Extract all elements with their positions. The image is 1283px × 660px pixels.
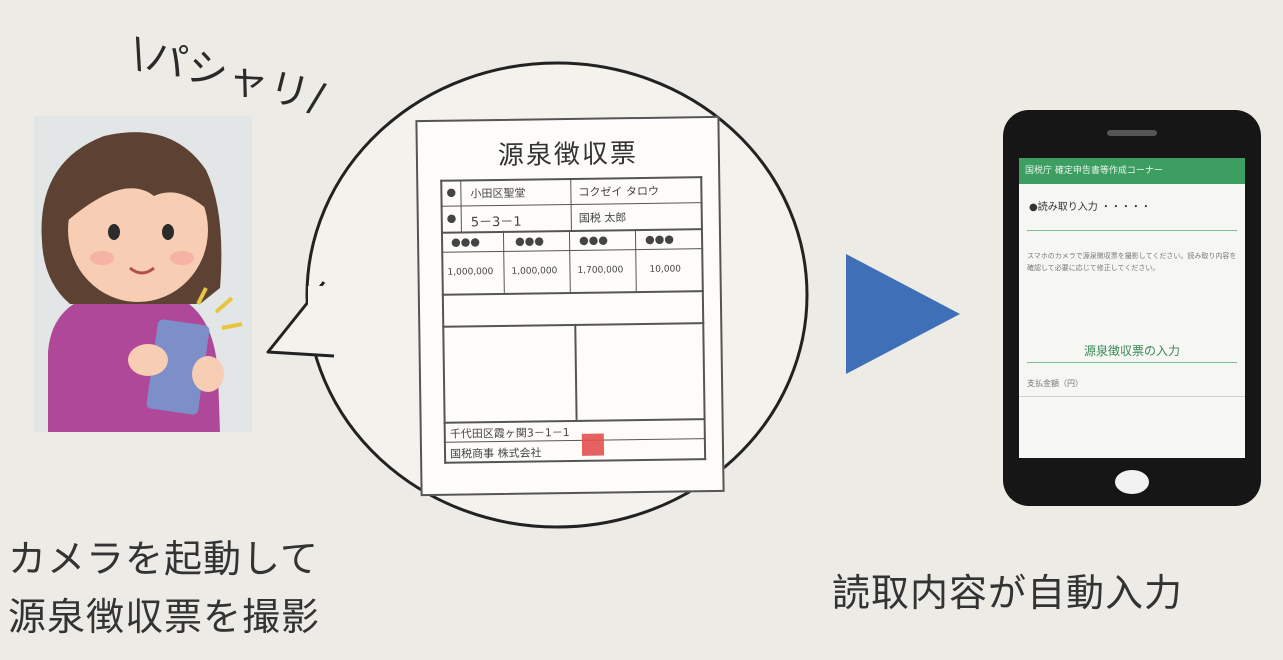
phone-speaker bbox=[1107, 130, 1157, 136]
payment-amount-field[interactable]: 支払金額（円） bbox=[1027, 379, 1083, 388]
slip-name: 国税 太郎 bbox=[578, 211, 627, 225]
app-header: 国税庁 確定申告書等作成コーナー bbox=[1019, 158, 1245, 184]
slip-amount: 1,700,000 bbox=[577, 265, 624, 276]
slip-column-header: ●●● bbox=[451, 235, 480, 249]
slip-input-link[interactable]: 源泉徴収票の入力 bbox=[1083, 344, 1180, 358]
slip-amount: 10,000 bbox=[649, 264, 682, 275]
phone-screen: 国税庁 確定申告書等作成コーナー ●読み取り入力 ・・・・・ スマホのカメラで源… bbox=[1019, 158, 1245, 458]
left-caption: カメラを起動して 源泉徴収票を撮影 bbox=[8, 530, 320, 646]
left-caption-line2: 源泉徴収票を撮影 bbox=[8, 595, 321, 639]
slip-address-number: 5－3－1 bbox=[470, 214, 522, 231]
slip-bullet: ● bbox=[446, 211, 457, 225]
slip-column-header: ●●● bbox=[578, 233, 608, 247]
step-indicator: ●読み取り入力 ・・・・・ bbox=[1029, 202, 1151, 213]
home-button[interactable] bbox=[1115, 470, 1149, 494]
right-arrow-icon bbox=[846, 254, 960, 374]
woman-with-smartphone-illustration bbox=[34, 116, 252, 432]
instruction-text: スマホのカメラで源泉徴収票を撮影してください。読み取り内容を確認して必要に応じて… bbox=[1027, 252, 1237, 272]
slip-payer-name: 国税商事 株式会社 bbox=[449, 446, 542, 461]
slip-amount: 1,000,000 bbox=[447, 267, 494, 278]
slip-column-header: ●●● bbox=[644, 232, 674, 246]
slip-amount: 1,000,000 bbox=[511, 266, 558, 277]
slip-name-kana: コクゼイ タロウ bbox=[578, 184, 659, 199]
withholding-tax-slip: 源泉徴収票 ● 小田区聖堂 コクゼイ タロウ ● 5－3－1 国税 太郎 ●●●… bbox=[415, 115, 725, 497]
slip-column-header: ●●● bbox=[515, 234, 544, 248]
right-caption: 読取内容が自動入力 bbox=[832, 571, 1184, 615]
slip-payer-address: 千代田区霞ヶ関3－1－1 bbox=[449, 426, 570, 441]
smartphone: 国税庁 確定申告書等作成コーナー ●読み取り入力 ・・・・・ スマホのカメラで源… bbox=[1003, 110, 1261, 506]
slip-bullet: ● bbox=[446, 185, 457, 199]
left-caption-line1: カメラを起動して bbox=[8, 537, 319, 581]
slip-address: 小田区聖堂 bbox=[470, 186, 526, 201]
red-seal-stamp bbox=[581, 433, 605, 456]
slip-title: 源泉徴収票 bbox=[497, 139, 639, 171]
